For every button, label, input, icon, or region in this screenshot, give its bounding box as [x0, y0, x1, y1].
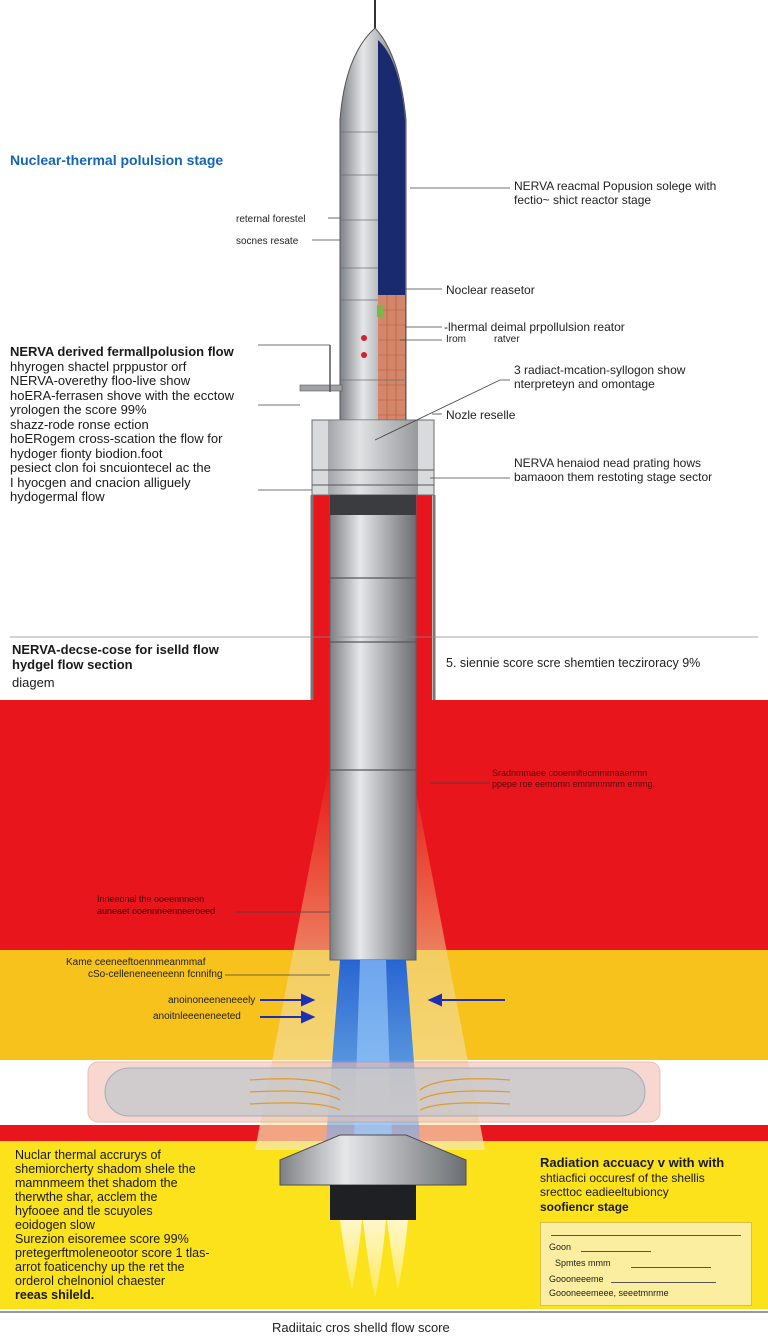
footer-caption: Radiitaic cros shelld flow score	[272, 1320, 450, 1335]
bottom-right-heading: Radiation accuacy v with with shtiacfici…	[540, 1155, 725, 1214]
exhaust-plume	[363, 1220, 386, 1298]
mid-left-block: NERVA-decse-cose for iselld flow hydgel …	[12, 642, 219, 690]
flow-arrows	[260, 993, 505, 1024]
label-thermal-reactor: -lhermal deimal prpollulsion reator	[444, 320, 625, 334]
exhaust-plume	[387, 1220, 408, 1290]
left-description-block: NERVA derived fermallpolusion flow hhyro…	[10, 344, 234, 504]
card-row-3: Goooneeeme	[549, 1274, 604, 1284]
nozzle-base	[279, 1134, 467, 1186]
tank-segments	[330, 577, 416, 771]
card-row-1: Goon	[549, 1242, 572, 1252]
indicator-light	[361, 352, 367, 358]
red-zone-right-label: Sradnmmaee cooennltecmmmaaenmn ppepe roe…	[492, 768, 656, 789]
label-thermal-sub-b: ratver	[494, 334, 520, 345]
card-row-2: Spmtes mmm	[555, 1258, 611, 1268]
arrow-label-2: anoitnleeeneneeted	[153, 1011, 241, 1022]
body-segments	[340, 131, 406, 381]
main-tank	[329, 494, 417, 961]
reactor-core	[378, 295, 405, 435]
label-nuclear-reactor: Noclear reasetor	[446, 283, 535, 297]
card-row-4: Goooneeemeee, seeetmnrme	[549, 1288, 669, 1298]
side-strut	[299, 384, 343, 392]
exchanger-pipes	[249, 1078, 511, 1111]
indicator-light	[361, 335, 367, 341]
arrow-label-1: anoinoneeneneeely	[168, 995, 256, 1006]
label-external-forestel: reternal forestel	[236, 214, 306, 225]
label-socnes-resate: socnes resate	[236, 236, 299, 247]
bottom-left-block: Nuclar thermal accrurys of shemiorcherty…	[15, 1148, 210, 1302]
red-zone-left-label: Inneeonal the ooeennneen auneaet ooennne…	[97, 894, 216, 916]
exhaust-plume	[340, 1220, 362, 1290]
navy-panel	[378, 40, 405, 300]
nozzle-exit	[330, 1185, 416, 1220]
leader-lines	[225, 187, 510, 976]
yellow-zone-label: Kame ceeneeftoennmeanmmaf cSo-cellenenee…	[66, 957, 223, 980]
label-thermal-sub-a: Irom	[446, 334, 466, 345]
label-score: 5. siennie score scre shemtien teczirora…	[446, 656, 701, 670]
reactor-grid	[378, 295, 405, 435]
label-nozzle: Nozle reselle	[446, 408, 516, 422]
exchanger-tube	[104, 1067, 646, 1117]
info-card: Goon Spmtes mmm Goooneeeme Goooneeemeee,…	[540, 1222, 752, 1306]
label-nerva-top: NERVA reacmal Popusion solege with fecti…	[514, 179, 717, 207]
page-title: Nuclear-thermal polulsion stage	[10, 152, 224, 168]
green-sensor	[377, 305, 383, 317]
housing-inner	[328, 420, 418, 495]
label-header-stage: NERVA henaiod nead prating hows bamaoon …	[514, 456, 713, 484]
tank-cap	[330, 495, 416, 515]
label-radiation-show: 3 radiact-mcation-syllogon show nterpret…	[514, 363, 686, 391]
